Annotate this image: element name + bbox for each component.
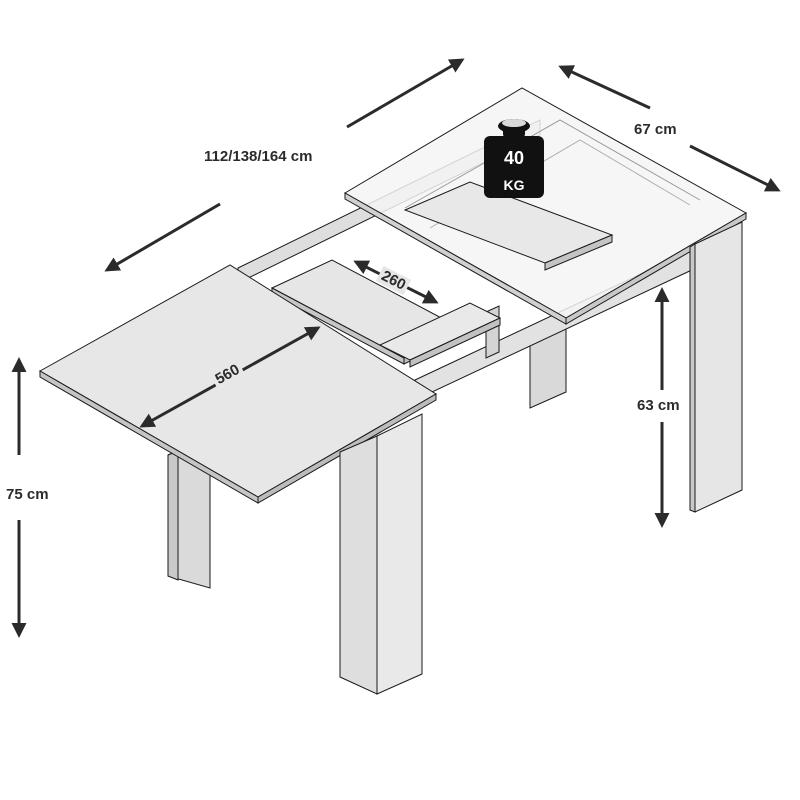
length-label: 112/138/164 cm — [202, 148, 315, 165]
weight-unit: KG — [503, 177, 525, 193]
weight-icon — [484, 119, 544, 198]
front-left-leg — [339, 413, 423, 695]
stored-extension-panels — [403, 181, 614, 271]
clearance-label: 63 cm — [635, 397, 682, 414]
length-arrow-right — [346, 58, 465, 129]
height-label: 75 cm — [4, 486, 51, 503]
front-right-leg — [689, 221, 743, 513]
depth-label: 67 cm — [632, 121, 679, 138]
middle-extension-panel — [378, 302, 502, 368]
depth-arrow-top — [558, 65, 651, 110]
length-arrow-left — [104, 202, 221, 272]
back-left-leg — [167, 436, 211, 589]
weight-value: 40 — [503, 148, 525, 168]
depth-arrow-bottom — [689, 144, 781, 192]
